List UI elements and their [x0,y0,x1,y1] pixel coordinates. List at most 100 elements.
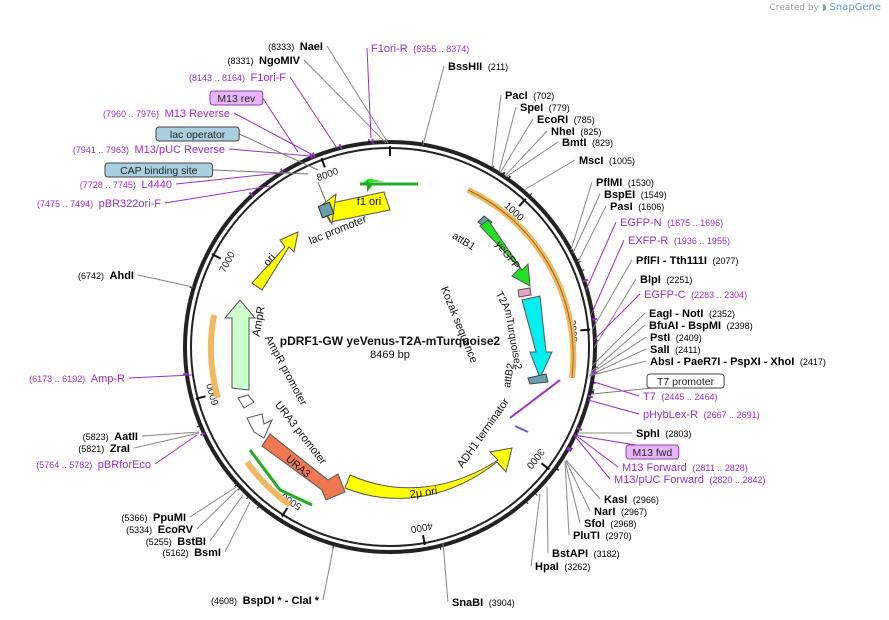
feature-box-t7-promoter[interactable]: T7 promoter [646,373,725,389]
primer-label-pbrforeco[interactable]: (5764 .. 5782) pBRforEco [36,459,151,471]
enzyme-label-pflfi-tth111i[interactable]: PflFI - Tth111I (2077) [636,255,738,267]
primer-label-exfp-r[interactable]: EXFP-R (1936 .. 1955) [628,235,730,247]
orf-arc-left [207,314,221,399]
primer-label-l4440[interactable]: (7728 .. 7745) L4440 [80,179,172,191]
feature-label-2-ori[interactable]: 2μ ori [409,485,438,501]
enzyme-label-bstapi[interactable]: BstAPI (3182) [552,548,620,560]
enzyme-label-ppumi[interactable]: (5366) PpuMI [121,512,186,524]
site-position: (2803) [665,429,691,439]
feature-box-cap-binding-site[interactable]: CAP binding site [104,162,214,178]
site-position: (6173 .. 6192) [29,374,85,384]
enzyme-label-bfuai-bspmi[interactable]: BfuAI - BspMI (2398) [649,320,753,332]
feature-label-attb2[interactable]: attB2 [501,362,517,388]
enzyme-label-ngomiv[interactable]: (8331) NgoMIV [227,55,300,67]
feature-attb2 [527,373,549,385]
feature-label-mturquoise2[interactable]: mTurquoise2 [502,308,524,370]
enzyme-label-bspei[interactable]: BspEI (1549) [604,189,667,201]
feature-label-kozak-sequence[interactable]: Kozak sequence [438,285,480,365]
leader-line-pflfi-tth111i [591,259,633,331]
feature-adh1-terminator-mark [509,379,561,419]
enzyme-label-pasi[interactable]: PasI (1606) [610,201,664,213]
site-position: (2398) [727,321,753,331]
enzyme-label-hpai[interactable]: HpaI (3262) [535,561,590,573]
enzyme-label-eagi-noti[interactable]: EagI - NotI (2352) [649,308,735,320]
feature-label-yegfp[interactable]: yeGFP [493,239,523,272]
enzyme-label-ecori[interactable]: EcoRI (785) [537,114,595,126]
leader-line-pluti [564,461,570,536]
enzyme-label-bsmi[interactable]: (5162) BsmI [163,547,221,559]
feature-ura3-promoter-line [248,449,313,507]
site-position: (4608) [211,596,237,606]
primer-label-amp-r[interactable]: (6173 .. 6192) Amp-R [29,373,125,385]
enzyme-label-ecorv[interactable]: (5334) EcoRV [126,524,193,536]
leader-line-pasi [577,205,607,263]
primer-label-egfp-c[interactable]: EGFP-C (2283 .. 2304) [644,289,747,301]
feature-box-m13-rev[interactable]: M13 rev [209,90,264,106]
enzyme-label-snabi[interactable]: SnaBI (3904) [452,597,515,609]
feature-box-m13-fwd[interactable]: M13 fwd [625,444,680,460]
snapgene-logo-icon: ◗ [821,3,827,13]
feature-box-lac-operator[interactable]: lac operator [155,126,240,142]
feature-mturquoise2 [521,295,553,380]
feature-box-frame [646,373,725,389]
site-mark-sphi [567,445,573,450]
enzyme-label-nhei[interactable]: NheI (825) [551,126,601,138]
site-name: SpeI [520,102,543,114]
enzyme-label-bspdi-clai[interactable]: (4608) BspDI * - ClaI * [211,595,320,607]
feature-label-f1-ori[interactable]: f1 ori [357,196,381,208]
enzyme-label-spei[interactable]: SpeI (779) [520,102,570,114]
site-name: M13 Forward [622,462,687,474]
leader-line-f1ori-r [366,47,372,139]
site-name: BfuAI - BspMI [649,320,721,332]
leader-line-eagi-noti [591,312,646,367]
enzyme-label-pflmi[interactable]: PflMI (1530) [596,177,654,189]
enzyme-label-kasi[interactable]: KasI (2966) [604,494,659,506]
primer-label-t7[interactable]: T7 (2445 .. 2464) [643,391,717,403]
enzyme-label-msci[interactable]: MscI (1005) [579,155,635,167]
primer-label-f1ori-r[interactable]: F1ori-R (8355 .. 8374) [371,43,469,55]
primer-label-m13-puc-forward[interactable]: M13/pUC Forward (2820 .. 2842) [614,474,765,486]
site-mark-amp-r [182,372,188,376]
enzyme-label-zrai[interactable]: (5821) ZraI [78,443,130,455]
primer-label-m13-puc-reverse[interactable]: (7941 .. 7963) M13/pUC Reverse [73,144,225,156]
site-position: (1005) [609,156,635,166]
leader-line-snabi [442,542,449,603]
enzyme-label-ahdi[interactable]: (6742) AhdI [78,270,134,282]
tick-mark [320,157,326,168]
feature-ura3-promoter-arrow [246,413,274,439]
site-name: PasI [610,201,633,213]
site-mark-f1ori-f [338,143,343,150]
enzyme-label-nari[interactable]: NarI (2967) [594,506,647,518]
feature-label-ampr[interactable]: AmpR [250,305,267,337]
feature-box-label: M13 rev [217,93,256,105]
enzyme-label-sfoi[interactable]: SfoI (2968) [584,518,636,530]
primer-label-phyblex-r[interactable]: pHybLex-R (2667 .. 2691) [643,409,760,421]
enzyme-label-psti[interactable]: PstI (2409) [650,332,702,344]
enzyme-label-bsshii[interactable]: BssHII (211) [448,61,508,73]
enzyme-label-naei[interactable]: (8333) NaeI [268,41,323,53]
site-name: PluTI [573,530,600,542]
orf-arcs [207,187,577,508]
primer-label-m13-forward[interactable]: M13 Forward (2811 .. 2828) [622,462,748,474]
enzyme-label-sphi[interactable]: SphI (2803) [636,428,691,440]
site-mark-m13-puc-reverse [309,153,314,159]
enzyme-label-sali[interactable]: SalI (2411) [650,344,701,356]
primer-label-m13-reverse[interactable]: (7960 .. 7976) M13 Reverse [103,108,230,120]
primer-label-egfp-n[interactable]: EGFP-N (1675 .. 1696) [620,217,723,229]
enzyme-label-bstbi[interactable]: (5255) BstBI [146,536,206,548]
site-position: (2967) [621,507,647,517]
enzyme-label-bmti[interactable]: BmtI (829) [562,137,613,149]
enzyme-label-pluti[interactable]: PluTI (2970) [573,530,631,542]
enzyme-label-blpi[interactable]: BlpI (2251) [640,274,692,286]
primer-label-pbr322ori-f[interactable]: (7475 .. 7494) pBR322ori-F [37,198,161,210]
feature-label-attb1[interactable]: attB1 [450,230,477,253]
enzyme-label-absi-paer7i-pspxi-xhoi[interactable]: AbsI - PaeR7I - PspXI - XhoI (2417) [650,356,826,368]
site-name: EcoRV [158,524,194,536]
enzyme-label-paci[interactable]: PacI (702) [505,90,554,102]
site-mark-l4440 [279,168,285,174]
feature-ori [251,231,299,291]
enzyme-label-aatii[interactable]: (5823) AatII [83,431,138,443]
primer-label-f1ori-f[interactable]: (8143 .. 8164) F1ori-F [189,72,286,84]
tick-mark [195,395,206,400]
feature-lac-operator-mark [317,201,335,219]
